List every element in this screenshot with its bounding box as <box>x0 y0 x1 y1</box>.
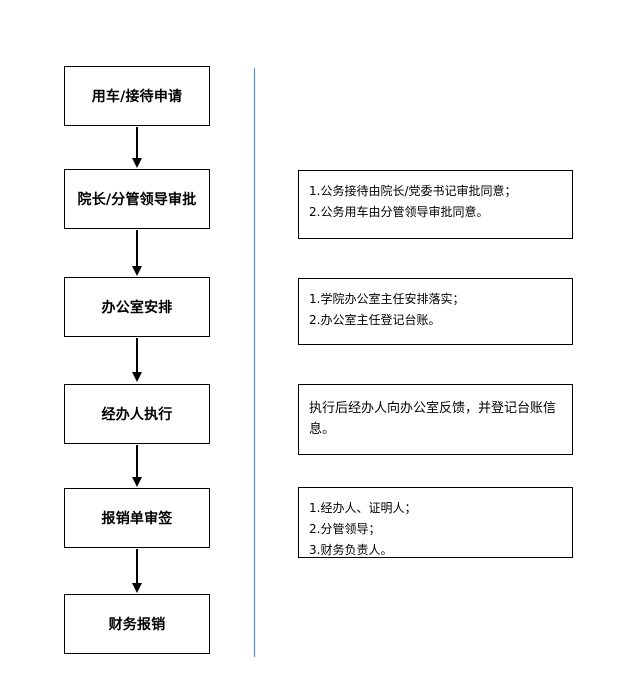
step-finance-reimbursement: 财务报销 <box>64 594 210 654</box>
note-office-line-1: 1.学院办公室主任安排落实； <box>309 292 465 306</box>
note-office-arrangement: 1.学院办公室主任安排落实； 2.办公室主任登记台账。 <box>298 278 573 345</box>
step-office-arrangement-label: 办公室安排 <box>101 300 173 316</box>
note-reimbursement-signoff: 1.经办人、证明人； 2.分管领导； 3.财务负责人。 <box>298 487 573 558</box>
note-signoff-line-3: 3.财务负责人。 <box>309 543 393 557</box>
note-signoff-line-1: 1.经办人、证明人； <box>309 501 417 515</box>
note-signoff-line-2: 2.分管领导； <box>309 522 381 536</box>
note-execution-line-1: 执行后经办人向办公室反馈，并登记台账信息。 <box>309 401 557 437</box>
step-execution: 经办人执行 <box>64 384 210 444</box>
step-reimbursement-signoff: 报销单审签 <box>64 488 210 548</box>
step-application: 用车/接待申请 <box>64 66 210 126</box>
step-office-arrangement: 办公室安排 <box>64 277 210 337</box>
step-application-label: 用车/接待申请 <box>91 89 183 105</box>
step-reimbursement-signoff-label: 报销单审签 <box>101 511 173 527</box>
note-execution: 执行后经办人向办公室反馈，并登记台账信息。 <box>298 384 573 455</box>
note-approval: 1.公务接待由院长/党委书记审批同意； 2.公务用车由分管领导审批同意。 <box>298 170 573 239</box>
step-approval-label: 院长/分管领导审批 <box>77 192 197 208</box>
note-approval-line-2: 2.公务用车由分管领导审批同意。 <box>309 205 489 219</box>
step-finance-reimbursement-label: 财务报销 <box>108 617 166 633</box>
note-approval-line-1: 1.公务接待由院长/党委书记审批同意； <box>309 184 517 198</box>
note-office-line-2: 2.办公室主任登记台账。 <box>309 313 441 327</box>
step-approval: 院长/分管领导审批 <box>64 169 210 229</box>
step-execution-label: 经办人执行 <box>101 407 173 423</box>
